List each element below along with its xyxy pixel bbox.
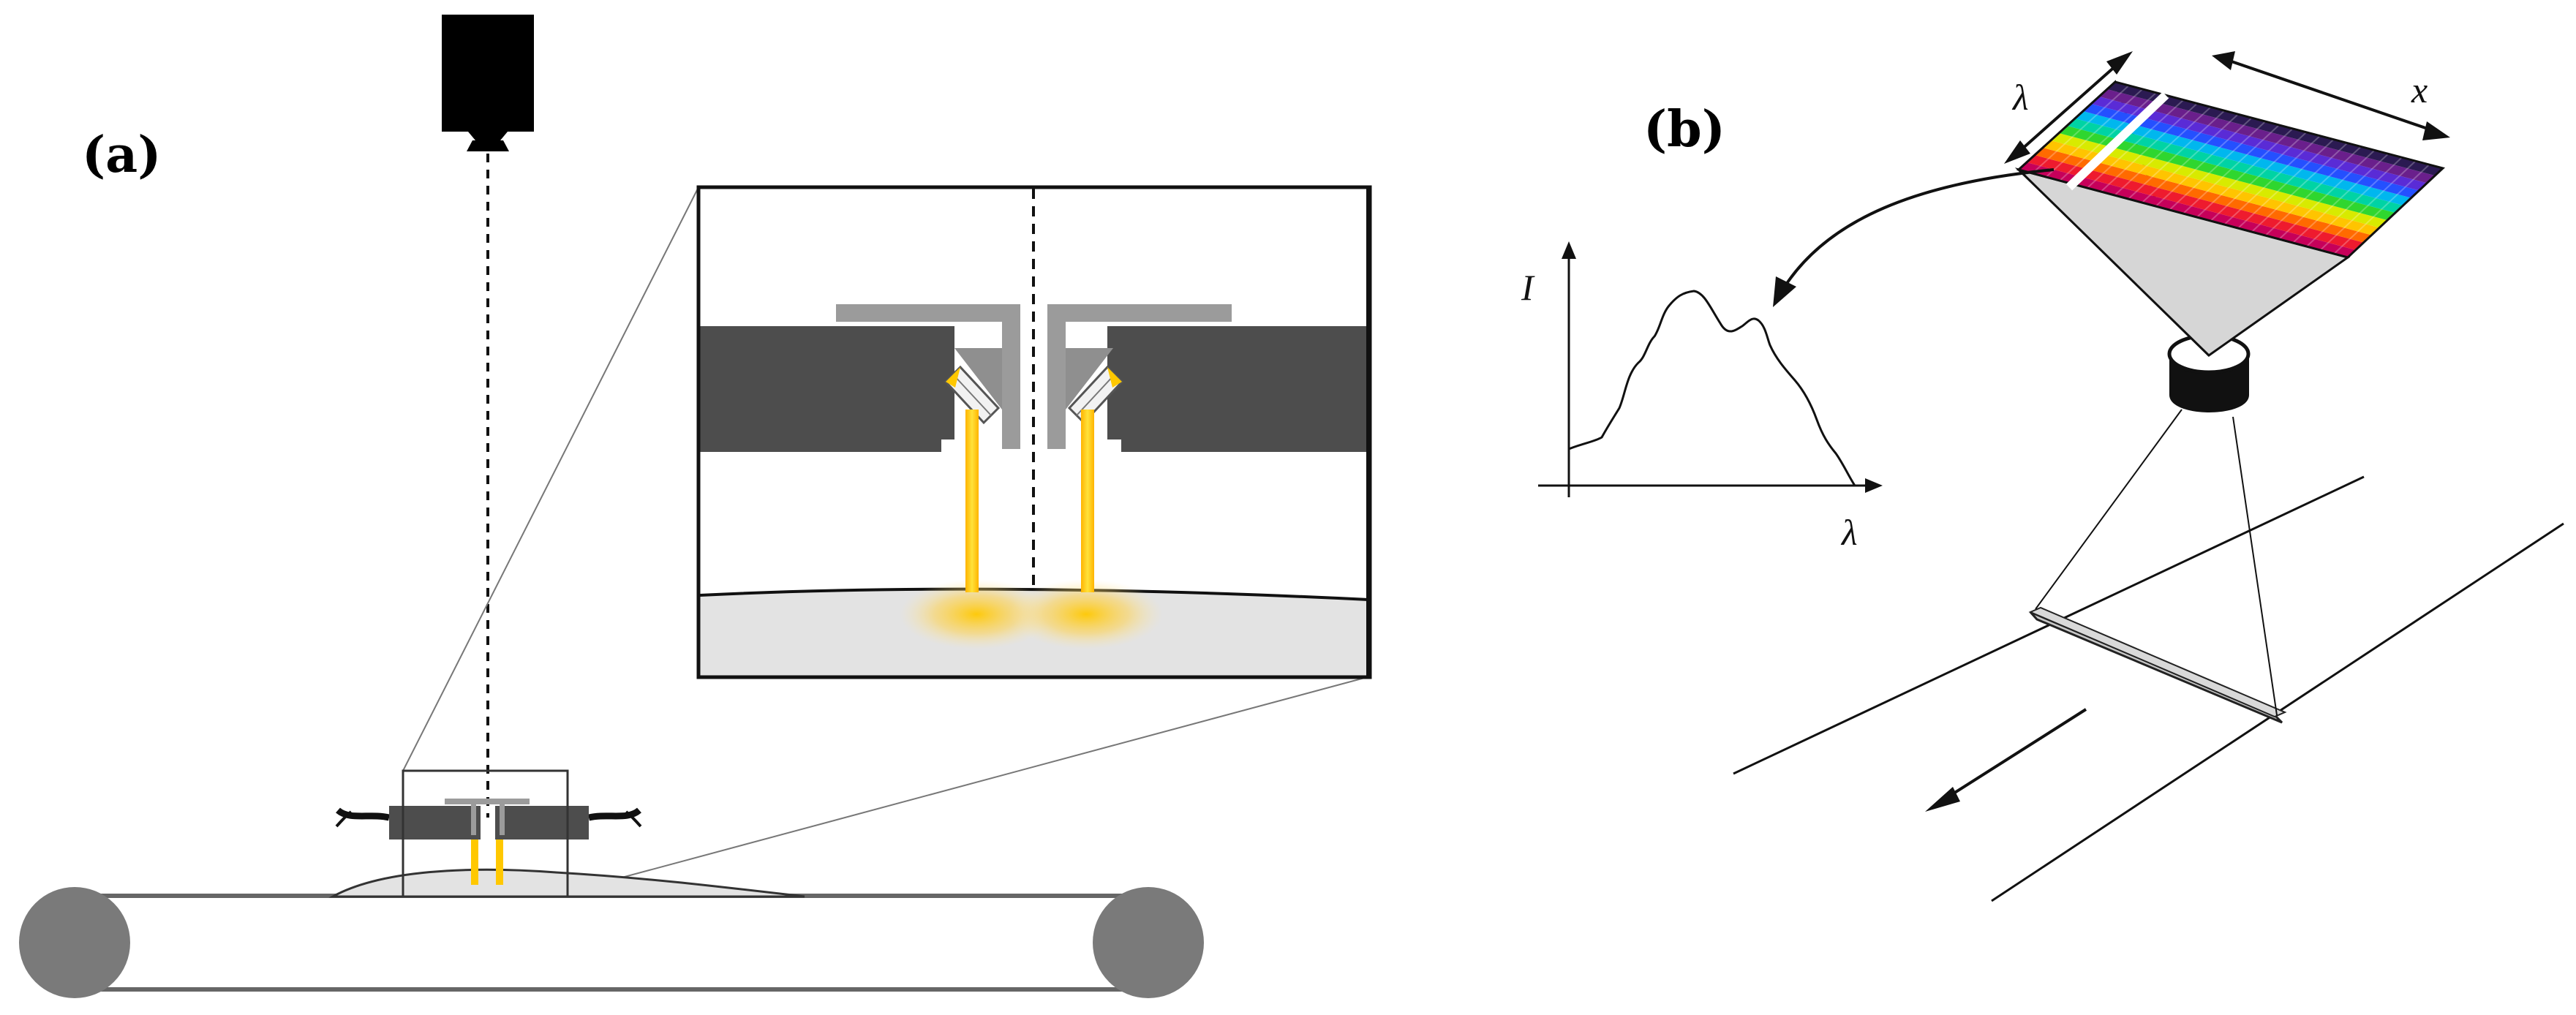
field-of-view-lines xyxy=(2035,409,2278,716)
cube-grid-line xyxy=(2183,124,2280,214)
cube-grid-line xyxy=(2169,121,2267,211)
cube-grid-line xyxy=(2210,132,2308,222)
cube-grid-line xyxy=(2087,99,2185,189)
conveyor-perspective xyxy=(1733,475,2564,902)
panel-a-label: (a) xyxy=(82,126,161,184)
cube-grid-line xyxy=(2100,102,2198,192)
curved-arrow xyxy=(1773,168,2055,307)
cube-grid-line xyxy=(2059,92,2157,181)
light-spot-left xyxy=(900,579,1053,649)
x-axis-arrow xyxy=(2212,51,2450,140)
lambda-axis-arrow xyxy=(2004,51,2133,164)
conveyor-belt xyxy=(19,887,1204,998)
spectrum-band xyxy=(2083,104,2419,198)
spectrum-curve xyxy=(1568,290,1856,486)
light-beam-right xyxy=(1081,410,1094,592)
spectrum-band xyxy=(2027,155,2364,250)
housing-block-left xyxy=(700,326,941,452)
spectrum-band xyxy=(2067,118,2403,213)
lambda-axis-label: λ xyxy=(2011,77,2029,118)
spectrum-band xyxy=(2059,126,2395,221)
cube-grid-line xyxy=(2114,106,2212,196)
zoom-source-box xyxy=(402,769,569,898)
cube-grid-line xyxy=(2292,153,2389,244)
camera-icon xyxy=(442,15,534,151)
housing-block-right xyxy=(1121,326,1368,452)
cube-grid-line xyxy=(2306,156,2403,247)
spectrum-band xyxy=(2035,148,2372,243)
spectrum-band xyxy=(2099,89,2436,184)
cube-grid-line xyxy=(2142,113,2239,203)
bracket-plate-right xyxy=(1047,304,1232,322)
spectrum-band xyxy=(2043,140,2380,235)
cube-grid-line xyxy=(2223,135,2321,225)
cube-grid-line xyxy=(2045,88,2144,178)
spectrum-x-label: λ xyxy=(1840,512,1858,553)
lamp-right xyxy=(1067,365,1124,425)
x-axis-label: x xyxy=(2411,69,2428,110)
sensor-head-small xyxy=(335,799,642,885)
cube-grid-line xyxy=(2333,164,2430,254)
spectrum-band xyxy=(2019,162,2356,257)
lamp-left xyxy=(944,365,1001,425)
spectrum-band xyxy=(2051,133,2388,228)
cube-grid-line xyxy=(2196,128,2294,218)
spectrum-band xyxy=(2107,82,2443,176)
panel-b-label: (b) xyxy=(1643,100,1725,159)
light-spot-right xyxy=(1009,579,1163,649)
cube-grid-line xyxy=(2032,85,2130,174)
cube-grid-line xyxy=(2278,149,2376,240)
bracket-plate-left xyxy=(836,304,1020,322)
zoom-inset xyxy=(696,185,1372,679)
reflector-left xyxy=(954,348,1002,410)
spectrum-y-label: I xyxy=(1521,267,1535,308)
selected-pixel-line xyxy=(2065,91,2169,191)
spectrum-band xyxy=(2075,111,2411,205)
cube-grid-line xyxy=(2251,142,2349,233)
cube-grid-line xyxy=(2264,146,2362,236)
cube-grid-line xyxy=(2128,110,2226,200)
light-beam-left xyxy=(965,410,979,592)
right-roller xyxy=(1093,887,1204,998)
cube-grid-line xyxy=(2319,160,2417,251)
spectrometer-camera-icon xyxy=(2167,333,2251,412)
zoom-connector-lines xyxy=(402,186,1371,893)
left-roller xyxy=(19,887,130,998)
reflector-right xyxy=(1066,348,1113,410)
cube-grid-line xyxy=(2155,117,2253,207)
cube-grid-line xyxy=(2237,138,2335,229)
motion-arrow xyxy=(1925,708,2087,812)
spectrum-band xyxy=(2091,97,2428,191)
hyperspectral-cube-face xyxy=(2016,80,2446,259)
spectrum-plot: I λ xyxy=(1521,241,1883,553)
